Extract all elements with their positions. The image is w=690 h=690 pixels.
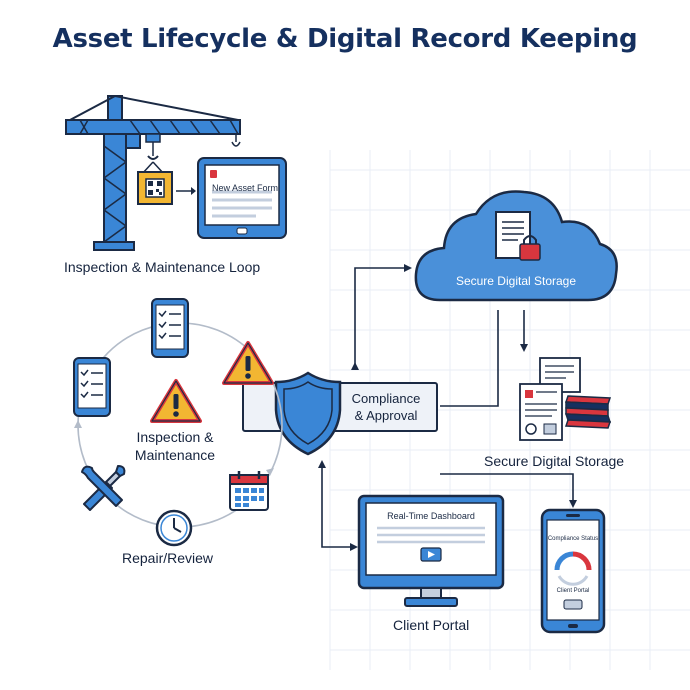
clock-icon: [155, 509, 193, 547]
lock-icon: [495, 211, 541, 261]
gauge-icon: [554, 551, 592, 586]
dashboard-title: Real-Time Dashboard: [387, 511, 475, 521]
arrow-right-icon: [176, 187, 196, 195]
checklist-phone-icon: [151, 298, 189, 358]
inspection-maintenance-label: Inspection & Maintenance: [120, 428, 230, 464]
tablet-icon: New Asset Form: [196, 156, 288, 240]
warning-icon: [150, 379, 202, 423]
inspection-loop-label: Inspection & Maintenance Loop: [64, 259, 261, 275]
page-title: Asset Lifecycle & Digital Record Keeping: [52, 24, 638, 54]
checklist-phone-icon: [73, 357, 111, 417]
wrench-screwdriver-icon: [81, 465, 126, 511]
compliance-status-label: Compliance Status: [547, 536, 599, 542]
phone-client-portal-label: Client Portal: [556, 588, 590, 594]
warning-icon: [222, 341, 274, 385]
crane-icon: [65, 95, 241, 251]
smartphone-icon: Compliance Status Client Portal: [540, 508, 606, 634]
play-icon: [428, 551, 435, 558]
calendar-icon: [229, 471, 269, 511]
compliance-label-line1: Compliance: [351, 391, 421, 406]
shield-icon: [274, 371, 342, 456]
client-portal-label: Client Portal: [393, 617, 470, 633]
compliance-approval-label: Compliance & Approval: [346, 390, 426, 424]
monitor-icon: Real-Time Dashboard: [357, 494, 505, 610]
inspection-maintenance-line1: Inspection &: [136, 429, 214, 445]
documents-icon: [519, 357, 612, 441]
secure-storage-docs-label: Secure Digital Storage: [484, 453, 625, 469]
repair-review-label: Repair/Review: [122, 550, 214, 566]
qr-crate-icon: [137, 171, 173, 205]
compliance-label-line2: & Approval: [354, 408, 418, 423]
new-asset-form-label: New Asset Form: [212, 183, 279, 193]
inspection-maintenance-line2: Maintenance: [134, 447, 216, 463]
cloud-storage-label: Secure Digital Storage: [455, 274, 577, 288]
